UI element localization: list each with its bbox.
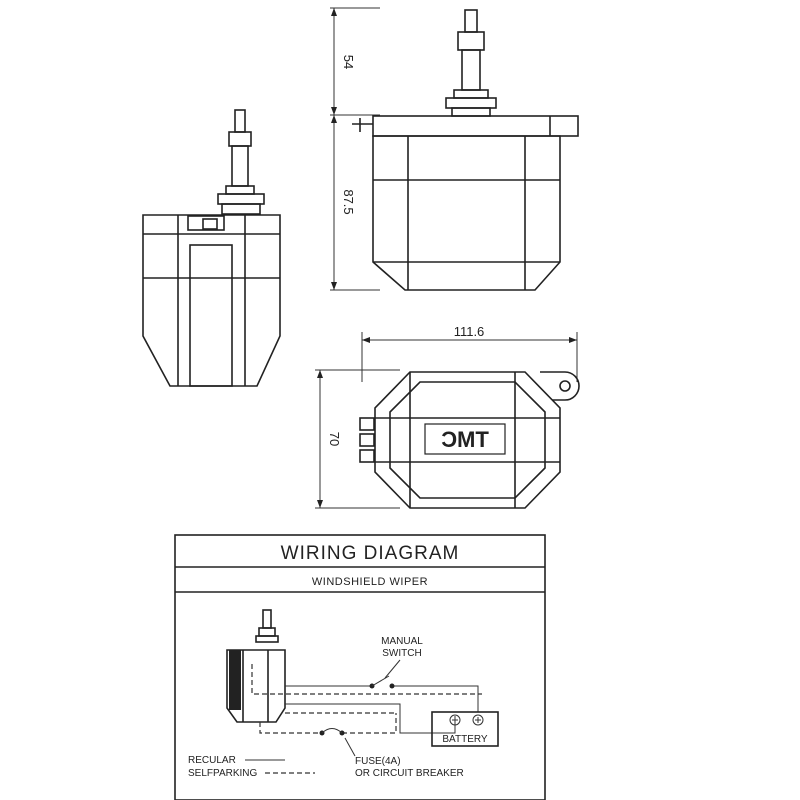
motor-top-view: 111.6 70 TMC: [315, 324, 580, 509]
legend-regular-label: RECULAR: [188, 755, 236, 766]
fuse-label-line2: OR CIRCUIT BREAKER: [355, 768, 464, 779]
fuse-label-line1: FUSE(4A): [355, 756, 401, 767]
dimension-shaft-height: 54: [341, 55, 356, 69]
manual-switch-label-line2: SWITCH: [382, 648, 421, 659]
motor-side-view: [142, 109, 281, 387]
battery-symbol: [431, 711, 499, 747]
motor-front-view: 54 87.5: [330, 7, 579, 291]
battery-label: BATTERY: [442, 734, 488, 745]
dimension-depth: 70: [327, 432, 342, 446]
wiring-subtitle: WINDSHIELD WIPER: [312, 576, 428, 588]
tmc-logo: TMC: [441, 427, 489, 452]
wiring-diagram: WIRING DIAGRAM WINDSHIELD WIPER MANUA: [174, 534, 546, 800]
legend-selfparking-label: SELFPARKING: [188, 768, 257, 779]
fuse-symbol: [319, 728, 356, 757]
dimension-body-height: 87.5: [341, 189, 356, 214]
dimension-width: 111.6: [454, 324, 485, 339]
wiring-title: WIRING DIAGRAM: [281, 543, 460, 564]
manual-switch-symbol: [369, 659, 401, 689]
manual-switch-label-line1: MANUAL: [381, 636, 423, 647]
wiring-motor-icon: [226, 609, 286, 723]
